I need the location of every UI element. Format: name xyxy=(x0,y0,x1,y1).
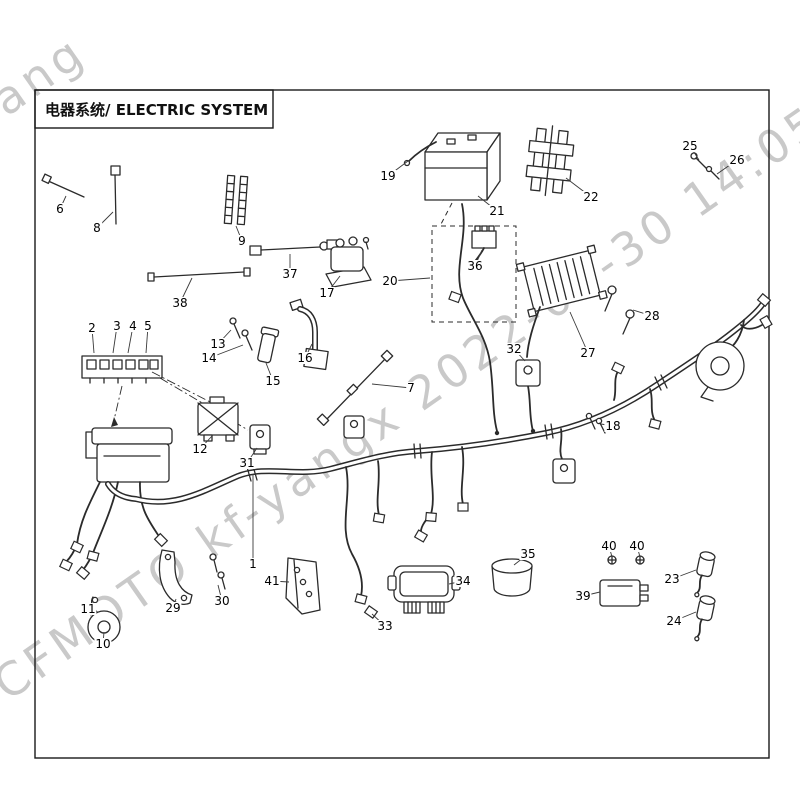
watermark-corner-text: yang xyxy=(0,24,96,145)
part-callout-35: 35 xyxy=(519,547,537,561)
part-callout-23: 23 xyxy=(663,572,681,586)
bolts-13-14-illustration xyxy=(229,317,253,351)
part-callout-11: 11 xyxy=(79,602,97,616)
battery-illustration xyxy=(403,132,501,201)
cable-tie-illustration xyxy=(110,165,121,225)
switch-24-illustration xyxy=(694,595,716,642)
part-callout-32: 32 xyxy=(505,342,523,356)
rubber-cap-illustration xyxy=(491,558,533,597)
part-callout-39: 39 xyxy=(574,589,592,603)
part-callout-6: 6 xyxy=(55,202,65,216)
regulator-screws-illustration xyxy=(604,285,635,335)
part-callout-20: 20 xyxy=(381,274,399,288)
part-callout-22: 22 xyxy=(582,190,600,204)
part-callout-37: 37 xyxy=(281,267,299,281)
part-callout-40: 40 xyxy=(628,539,646,553)
flasher-relay-illustration xyxy=(249,424,271,455)
part-callout-14: 14 xyxy=(200,351,218,365)
part-callout-13: 13 xyxy=(209,337,227,351)
routing-dashed-box xyxy=(431,202,517,432)
battery-bracket-illustration xyxy=(525,125,575,197)
cdi-unit-illustration xyxy=(197,396,239,442)
part-callout-3: 3 xyxy=(112,319,122,333)
part-callout-10: 10 xyxy=(94,637,112,651)
part-callout-29: 29 xyxy=(164,601,182,615)
part-callout-31: 31 xyxy=(238,456,256,470)
part-callout-30: 30 xyxy=(213,594,231,608)
part-callout-33: 33 xyxy=(376,619,394,633)
part-callout-17: 17 xyxy=(318,286,336,300)
part-callout-27: 27 xyxy=(579,346,597,360)
part-callout-26: 26 xyxy=(728,153,746,167)
starter-relay-illustration xyxy=(325,236,372,288)
part-callout-28: 28 xyxy=(643,309,661,323)
part-callout-38: 38 xyxy=(171,296,189,310)
fuse-strip-illustration xyxy=(81,355,163,384)
bracket-29-illustration xyxy=(158,549,226,605)
regulator-illustration xyxy=(515,244,608,318)
part-callout-15: 15 xyxy=(264,374,282,388)
part-callout-1: 1 xyxy=(248,557,258,571)
part-callout-18: 18 xyxy=(604,419,622,433)
switch-23-illustration xyxy=(694,551,716,598)
part-callout-16: 16 xyxy=(296,351,314,365)
part-callout-41: 41 xyxy=(263,574,281,588)
part-callout-21: 21 xyxy=(488,204,506,218)
flasher-round-illustration xyxy=(695,341,745,402)
leader-line-7 xyxy=(371,383,412,389)
rod-illustration xyxy=(147,267,251,282)
antenna-rod-illustration xyxy=(316,349,394,427)
part-callout-12: 12 xyxy=(191,442,209,456)
part-callout-5: 5 xyxy=(143,319,153,333)
bolts-18-illustration xyxy=(585,412,606,434)
part-callout-24: 24 xyxy=(665,614,683,628)
part-callout-36: 36 xyxy=(466,259,484,273)
bracket-41-illustration xyxy=(285,557,321,615)
leader-line-27 xyxy=(569,311,589,354)
page-title: 电器系统/ ELECTRIC SYSTEM xyxy=(45,101,268,119)
part-callout-9: 9 xyxy=(237,234,247,248)
part-callout-40: 40 xyxy=(600,539,618,553)
sensor-illustration xyxy=(257,326,280,364)
lead-wire-illustration xyxy=(249,239,338,256)
fuse-box-illustration xyxy=(58,427,173,581)
springs-illustration xyxy=(223,174,249,226)
screws-top-right-illustration xyxy=(690,152,720,180)
part-callout-7: 7 xyxy=(406,381,416,395)
part-callout-25: 25 xyxy=(681,139,699,153)
pin-illustration xyxy=(41,173,85,198)
part-callout-34: 34 xyxy=(454,574,472,588)
ecu-illustration xyxy=(387,565,461,614)
sheet-frame: 电器系统/ ELECTRIC SYSTEM xyxy=(34,89,770,759)
relay-39-illustration xyxy=(599,555,649,607)
part-callout-8: 8 xyxy=(92,221,102,235)
part-callout-2: 2 xyxy=(87,321,97,335)
part-callout-4: 4 xyxy=(128,319,138,333)
part-callout-19: 19 xyxy=(379,169,397,183)
